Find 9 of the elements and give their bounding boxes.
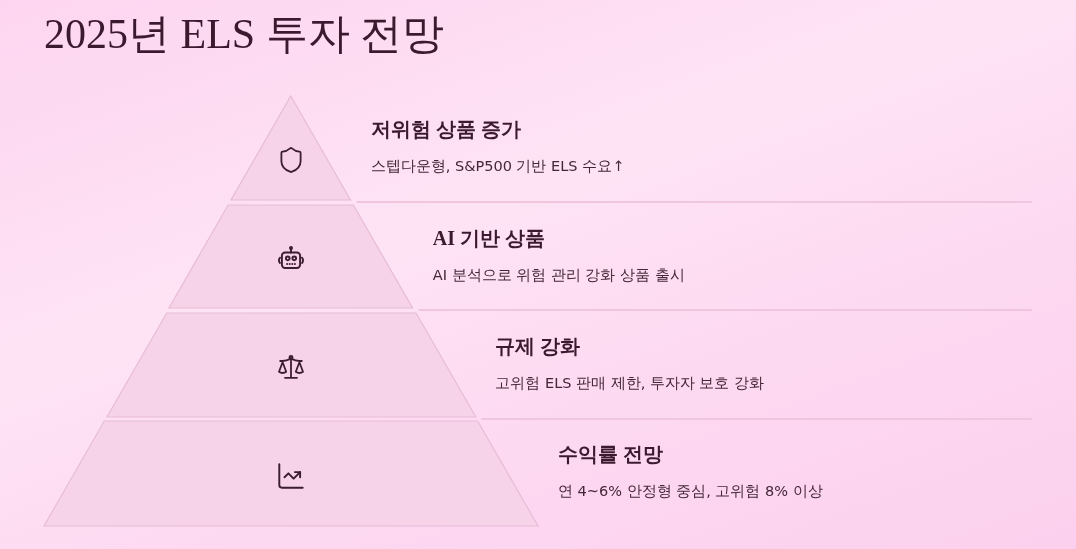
tier-description: 고위험 ELS 판매 제한, 투자자 보호 강화 [495, 374, 765, 393]
tier-heading: 저위험 상품 증가 [370, 117, 521, 142]
tier-description: 연 4~6% 안정형 중심, 고위험 8% 이상 [558, 482, 823, 501]
tier-heading: AI 기반 상품 [432, 226, 545, 251]
page-title: 2025년 ELS 투자 전망 [44, 10, 445, 59]
tier-heading: 수익률 전망 [558, 442, 663, 467]
tier-description: 스텝다운형, S&P500 기반 ELS 수요↑ [370, 157, 625, 176]
tier-heading: 규제 강화 [495, 334, 581, 359]
tier-description: AI 분석으로 위험 관리 강화 상품 출시 [432, 266, 685, 285]
